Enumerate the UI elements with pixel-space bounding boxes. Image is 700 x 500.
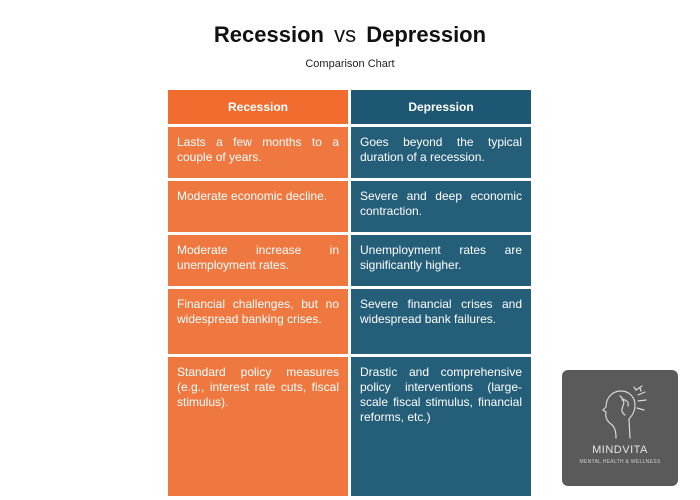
depression-cell-policy: Drastic and comprehensive policy interve… — [351, 357, 531, 496]
depression-header: Depression — [351, 90, 531, 124]
recession-cell-policy: Standard policy measures (e.g., interest… — [168, 357, 348, 496]
recession-header: Recession — [168, 90, 348, 124]
recession-cell-duration: Lasts a few months to a couple of years. — [168, 127, 348, 178]
mindvita-logo: MINDVITA MENTAL HEALTH & WELLNESS — [562, 370, 678, 486]
logo-name: MINDVITA — [592, 444, 648, 456]
title-depression: Depression — [366, 22, 487, 47]
depression-cell-duration: Goes beyond the typical duration of a re… — [351, 127, 531, 178]
recession-cell-financial: Financial challenges, but no widespread … — [168, 289, 348, 354]
recession-cell-unemployment: Moderate increase in unemployment rates. — [168, 235, 348, 286]
depression-column: Depression Goes beyond the typical durat… — [351, 90, 531, 496]
title-vs: vs — [334, 22, 357, 47]
title-recession: Recession — [213, 22, 324, 47]
logo-tagline: MENTAL HEALTH & WELLNESS — [579, 459, 661, 465]
page-title: Recession vs Depression — [0, 22, 700, 48]
depression-cell-financial: Severe financial crises and widespread b… — [351, 289, 531, 354]
page-subtitle: Comparison Chart — [305, 58, 395, 70]
recession-column: Recession Lasts a few months to a couple… — [168, 90, 348, 496]
head-profile-icon — [602, 385, 647, 439]
recession-cell-decline: Moderate economic decline. — [168, 181, 348, 232]
depression-cell-contraction: Severe and deep economic contraction. — [351, 181, 531, 232]
depression-cell-unemployment: Unemployment rates are significantly hig… — [351, 235, 531, 286]
